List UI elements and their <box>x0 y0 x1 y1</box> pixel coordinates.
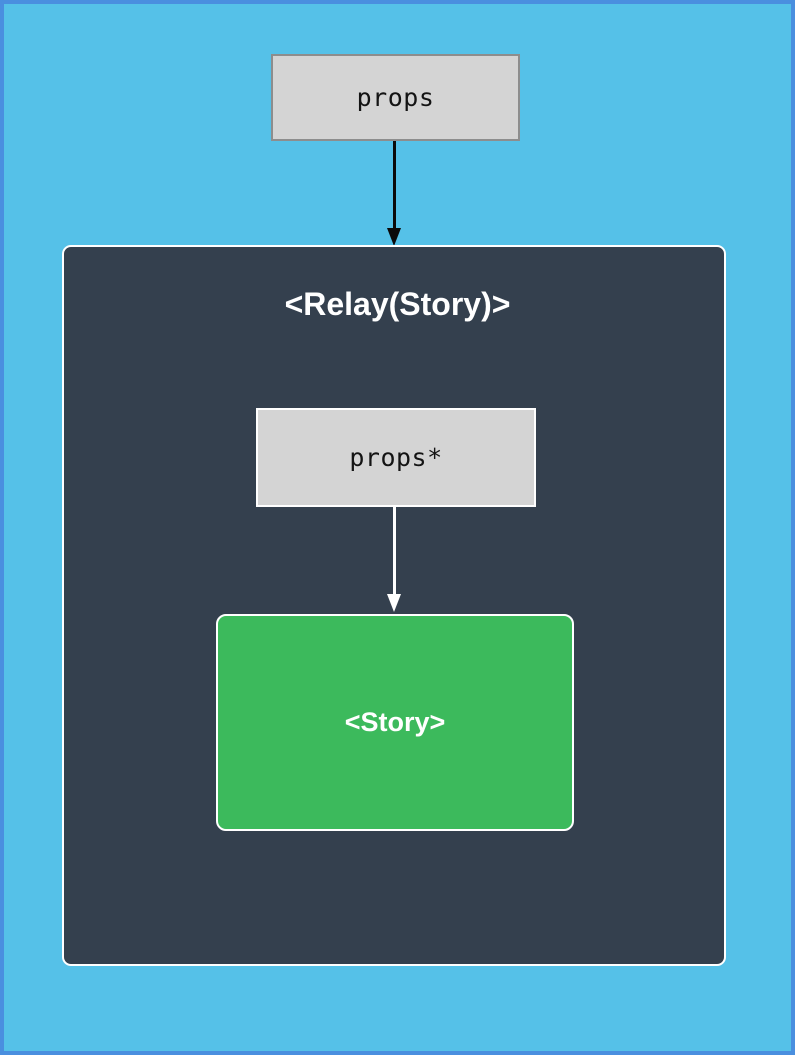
story-component-label: <Story> <box>344 707 446 737</box>
inner-props-label: props* <box>349 443 443 472</box>
props-to-relay-arrowhead-icon <box>387 228 401 246</box>
props-to-story-arrowhead-icon <box>387 594 401 612</box>
outer-props-box: props <box>271 54 520 141</box>
outer-props-label: props <box>356 83 435 112</box>
story-component-box: <Story> <box>216 614 574 831</box>
inner-props-box: props* <box>256 408 536 507</box>
props-to-story-arrow-line <box>393 507 396 594</box>
props-to-relay-arrow-line <box>393 141 396 228</box>
relay-container-title: <Relay(Story)> <box>284 286 511 322</box>
